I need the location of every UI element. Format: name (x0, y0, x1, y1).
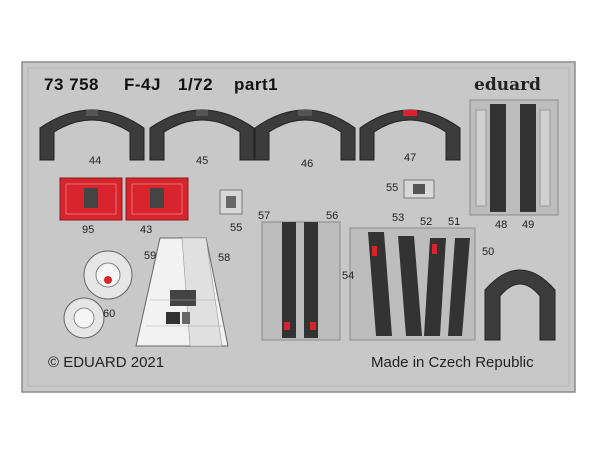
part-95-red-panel (59, 177, 123, 221)
part-43-red-panel (125, 177, 189, 221)
part-number-60: 60 (103, 308, 116, 320)
part-number-52: 52 (420, 216, 433, 228)
part-number-46: 46 (301, 158, 314, 170)
part-48-49-panels (469, 99, 559, 216)
part-number-51: 51 (448, 216, 461, 228)
sheet-label: part1 (234, 75, 279, 94)
part-number-45: 45 (196, 155, 209, 167)
part-45-arch (149, 109, 255, 161)
scale-label: 1/72 (178, 75, 214, 94)
fret-inner-border (27, 67, 570, 387)
aircraft-name: F-4J (124, 75, 161, 94)
part-number-50: 50 (482, 246, 495, 258)
part-number-58: 58 (218, 252, 231, 264)
part-55-small-b (403, 179, 435, 199)
part-number-55-a: 55 (230, 222, 243, 234)
part-50-arch (484, 269, 556, 341)
part-55-small-a (219, 189, 243, 215)
part-number-49: 49 (522, 219, 535, 231)
part-number-56: 56 (326, 210, 339, 222)
part-number-43: 43 (140, 224, 153, 236)
part-59-58-trapezoid-panel (135, 237, 229, 347)
part-number-48: 48 (495, 219, 508, 231)
part-57-56-panels (261, 221, 341, 341)
part-number-47: 47 (404, 152, 417, 164)
copyright-text: © EDUARD 2021 (48, 354, 165, 371)
part-number-95: 95 (82, 224, 95, 236)
part-53-52-51-strips (349, 227, 476, 341)
origin-text: Made in Czech Republic (371, 354, 534, 371)
part-44-arch (39, 109, 145, 161)
part-number-59: 59 (144, 250, 157, 262)
product-code: 73 758 (44, 75, 99, 94)
part-number-57: 57 (258, 210, 271, 222)
brand-logo: eduard (474, 75, 541, 95)
part-number-54: 54 (342, 270, 355, 282)
part-47-arch (359, 109, 461, 161)
part-number-53: 53 (392, 212, 405, 224)
part-number-44: 44 (89, 155, 102, 167)
part-46-arch (254, 109, 356, 161)
part-number-55-b: 55 (386, 182, 399, 194)
part-60-gauge-cluster (63, 250, 133, 339)
